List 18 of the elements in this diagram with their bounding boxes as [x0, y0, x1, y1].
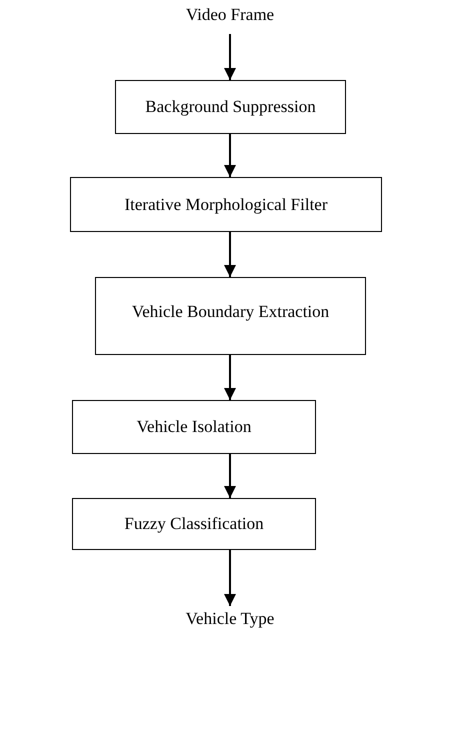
arrow	[224, 454, 236, 498]
arrow	[224, 550, 236, 606]
arrow	[224, 34, 236, 80]
process-label: Background Suppression	[145, 97, 316, 117]
process-box	[72, 400, 316, 454]
terminal-label: Vehicle Type	[186, 609, 274, 629]
terminal-label: Video Frame	[186, 5, 274, 25]
process-label: Vehicle Isolation	[136, 417, 252, 437]
arrow	[224, 232, 236, 277]
process-box	[70, 177, 382, 232]
process-label: Fuzzy Classification	[124, 514, 264, 534]
process-box	[115, 80, 346, 134]
process-box	[72, 498, 316, 550]
arrow	[224, 355, 236, 400]
process-label: Vehicle Boundary Extraction	[132, 302, 330, 322]
process-box	[95, 277, 366, 355]
arrow	[224, 134, 236, 177]
process-label: Iterative Morphological Filter	[124, 194, 328, 214]
